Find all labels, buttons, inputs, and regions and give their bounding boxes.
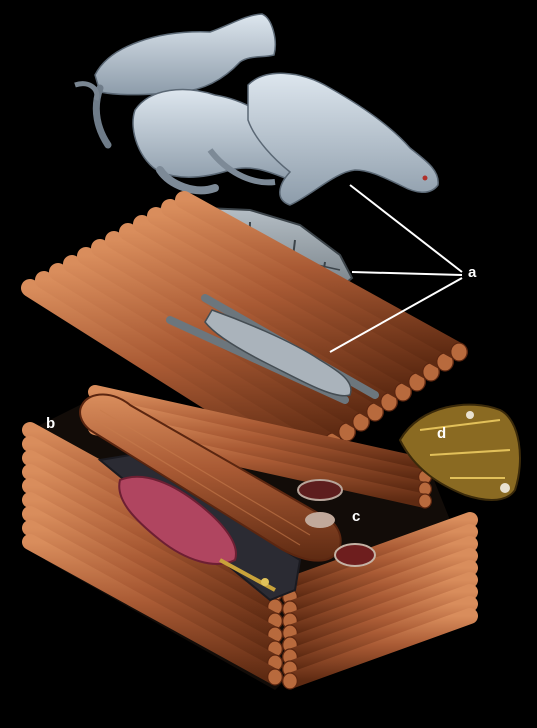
log-end bbox=[451, 343, 467, 361]
label-a: a bbox=[468, 264, 476, 281]
label-b: b bbox=[46, 415, 55, 432]
horses-group bbox=[75, 14, 438, 205]
label-c: c bbox=[352, 508, 360, 525]
log-end bbox=[283, 673, 298, 689]
log-end bbox=[419, 494, 432, 508]
log-end bbox=[268, 669, 283, 685]
horse-front bbox=[248, 73, 438, 205]
label-d: d bbox=[437, 425, 446, 442]
